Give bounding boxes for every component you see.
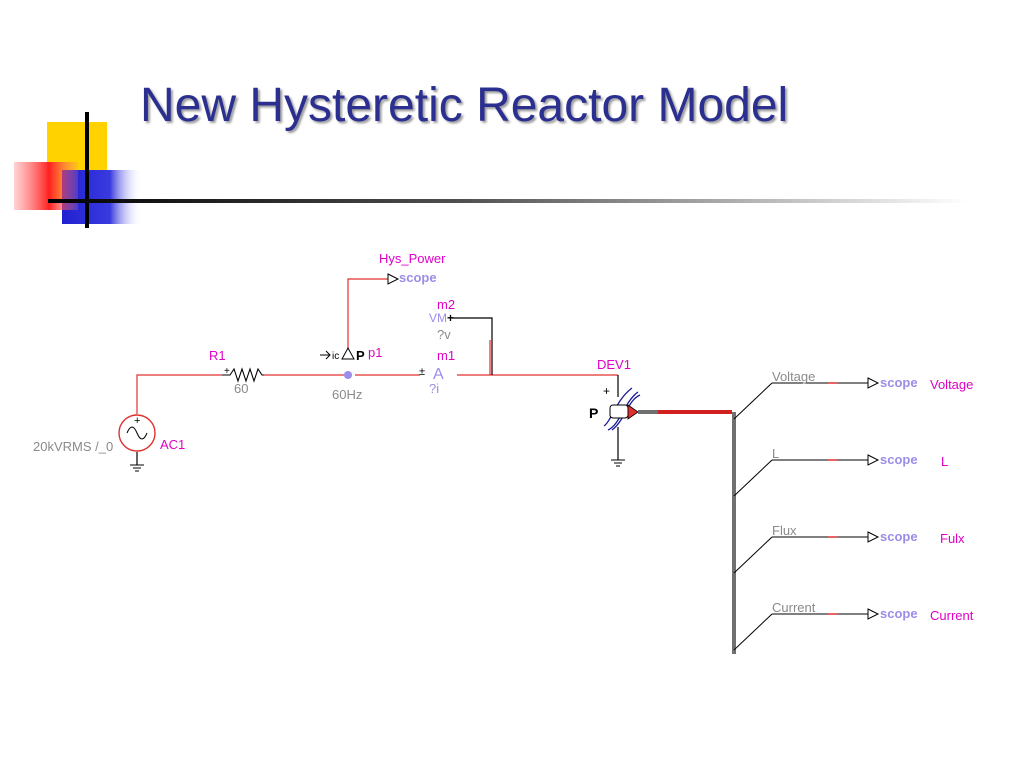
power-meter-frequency: 60Hz — [332, 387, 362, 402]
vertical-rule — [85, 112, 89, 228]
wire-voltmeter — [452, 317, 493, 375]
ammeter-name: m1 — [437, 348, 455, 363]
scope-display-voltage: Voltage — [930, 377, 973, 392]
hys-power-scope-arrow — [387, 273, 400, 285]
output-branch-flux — [733, 536, 773, 574]
reactor-core — [609, 404, 629, 419]
reactor-symbol[interactable] — [603, 387, 641, 431]
scope-display-current: Current — [930, 608, 974, 623]
power-meter-sensor — [344, 371, 352, 379]
scope-arrow-l — [867, 454, 880, 466]
voltmeter-name: m2 — [437, 297, 455, 312]
hys-power-label: Hys_Power — [379, 251, 446, 266]
resistor[interactable]: + — [222, 366, 264, 383]
resistor-name: R1 — [209, 348, 226, 363]
corner-decoration — [14, 112, 968, 228]
horizontal-rule — [48, 199, 968, 203]
scope-arrow-current — [867, 608, 880, 620]
ammeter-output: ?i — [429, 381, 439, 396]
output-branch-l — [733, 459, 773, 497]
scope-display-l: L — [941, 454, 948, 469]
output-branch-current — [733, 613, 773, 651]
ammeter-symbol[interactable]: A — [433, 366, 444, 383]
output-signal-voltage: Voltage — [772, 369, 815, 384]
ammeter-plus: ± — [419, 366, 425, 378]
power-meter-symbol: P — [356, 348, 365, 363]
hys-power-scope[interactable]: scope — [399, 270, 437, 285]
ac-source[interactable]: + — [118, 414, 156, 452]
ac-source-plus: + — [134, 415, 140, 427]
source-name: AC1 — [160, 437, 185, 452]
resistor-value: 60 — [234, 381, 248, 396]
source-value: 20kVRMS /_0 — [33, 439, 113, 454]
output-signal-flux: Flux — [772, 523, 797, 538]
scope-l[interactable]: scope — [880, 452, 918, 467]
voltmeter-plus: + — [447, 311, 454, 325]
output-signal-l: L — [772, 446, 779, 461]
reactor-output-arrow — [627, 404, 639, 420]
wires — [136, 278, 619, 465]
wire-source-to-resistor — [136, 374, 222, 414]
reactor-name: DEV1 — [597, 357, 631, 372]
power-meter-triangle — [341, 346, 355, 360]
scope-arrow-flux — [867, 531, 880, 543]
wire-hys-power — [347, 278, 388, 350]
reactor-plus: + — [603, 384, 610, 398]
power-meter-name: p1 — [368, 345, 382, 360]
slide-title: New Hysteretic Reactor Model — [140, 79, 789, 132]
power-meter-input-label: ic — [332, 351, 339, 362]
output-branch-voltage — [733, 382, 773, 420]
scope-flux[interactable]: scope — [880, 529, 918, 544]
resistor-plus: + — [224, 366, 230, 377]
ground-icon-reactor — [611, 459, 625, 467]
voltmeter-output: ?v — [437, 327, 451, 342]
ground-icon-source — [130, 464, 144, 472]
power-meter[interactable]: ic P — [320, 346, 365, 379]
scope-current[interactable]: scope — [880, 606, 918, 621]
voltmeter-symbol[interactable]: VM — [429, 311, 447, 325]
power-meter-arrowhead — [325, 350, 331, 360]
sine-icon — [126, 426, 148, 440]
scope-display-flux: Fulx — [940, 531, 965, 546]
resistor-zigzag — [222, 367, 264, 383]
scope-voltage[interactable]: scope — [880, 375, 918, 390]
reactor-port-label: P — [589, 405, 598, 421]
scope-arrow-voltage — [867, 377, 880, 389]
output-signal-current: Current — [772, 600, 816, 615]
